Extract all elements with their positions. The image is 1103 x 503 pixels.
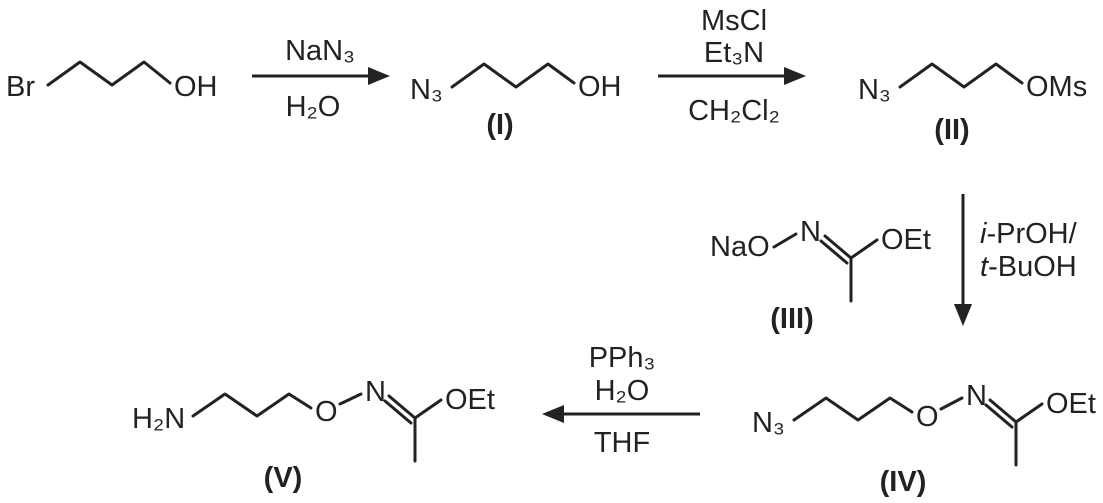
carbon-chain-bond	[191, 392, 313, 418]
solvent-h2o-label: H₂O	[286, 91, 341, 123]
ether-oxygen-label: O	[916, 401, 939, 433]
reagent-mscl-label: MsCl	[701, 5, 767, 37]
n-c-double-bond-2	[984, 403, 1014, 429]
o-n-bond	[939, 396, 964, 411]
compound-I-label: (I)	[486, 109, 513, 141]
hydroxyl-group-label: OH	[174, 71, 218, 103]
arrow-step4: PPh₃ H₂O THF	[542, 342, 700, 459]
n-c-double-bond-2	[383, 399, 413, 425]
solvent-ch2cl2-label: CH₂Cl₂	[688, 95, 780, 127]
solvent-tbuoh-label: t-BuOH	[980, 251, 1077, 283]
ethoxy-group-label: OEt	[1046, 388, 1096, 420]
compound-I: N₃ OH (I)	[410, 62, 622, 141]
arrowhead-down-icon	[954, 304, 972, 326]
arrowhead-right-icon	[784, 67, 806, 85]
azide-group-label: N₃	[858, 74, 891, 106]
n-c-double-bond-1	[823, 234, 853, 260]
arrow-step2: MsCl Et₃N CH₂Cl₂	[658, 5, 806, 127]
compound-IV-label: (IV)	[880, 466, 927, 498]
n-c-double-bond-1	[387, 394, 417, 420]
reagent-et3n-label: Et₃N	[704, 37, 764, 69]
compound-3-bromopropanol: Br OH	[6, 60, 218, 103]
hydroxyl-group-label: OH	[578, 71, 622, 103]
bromo-group-label: Br	[6, 71, 35, 103]
o-n-bond	[772, 232, 798, 249]
carbon-chain-bond	[450, 62, 576, 89]
mesylate-group-label: OMs	[1026, 71, 1087, 103]
c-oet-bond	[413, 398, 443, 420]
sodium-oxide-group-label: NaO	[710, 231, 770, 263]
n-c-double-bond-2	[819, 239, 849, 265]
arrowhead-left-icon	[542, 405, 564, 423]
compound-II: N₃ OMs (II)	[858, 62, 1087, 146]
solvent-thf-label: THF	[594, 427, 650, 459]
arrow-step3: i-PrOH/ t-BuOH	[954, 194, 1078, 326]
carbon-chain-bond	[898, 62, 1024, 89]
solvent-iproh-label: i-PrOH/	[980, 218, 1078, 250]
imine-nitrogen-label: N	[966, 380, 987, 412]
compound-III: NaO N OEt (III)	[710, 216, 931, 335]
reagent-h2o-label: H₂O	[595, 375, 650, 407]
imine-nitrogen-label: N	[365, 376, 386, 408]
compound-V-label: (V)	[264, 462, 303, 494]
compound-IV: N₃ O N OEt (IV)	[752, 380, 1096, 498]
ethoxy-group-label: OEt	[881, 224, 931, 256]
arrowhead-right-icon	[368, 67, 390, 85]
compound-II-label: (II)	[934, 114, 969, 146]
carbon-chain-bond	[46, 60, 172, 87]
carbon-chain-bond	[792, 396, 914, 422]
o-n-bond	[338, 392, 363, 406]
compound-III-label: (III)	[770, 303, 814, 335]
imine-nitrogen-label: N	[800, 216, 821, 248]
n-c-double-bond-1	[988, 398, 1018, 424]
reagent-pph3-label: PPh₃	[589, 342, 656, 374]
c-oet-bond	[1014, 402, 1044, 424]
compound-V: H₂N O N OEt (V)	[132, 376, 495, 494]
azide-group-label: N₃	[752, 407, 785, 439]
reagent-nan3-label: NaN₃	[285, 35, 355, 67]
azide-group-label: N₃	[410, 74, 443, 106]
ether-oxygen-label: O	[315, 396, 338, 428]
arrow-step1: NaN₃ H₂O	[252, 35, 390, 123]
ethoxy-group-label: OEt	[445, 384, 495, 416]
c-oet-bond	[849, 238, 879, 260]
amine-group-label: H₂N	[132, 403, 185, 435]
